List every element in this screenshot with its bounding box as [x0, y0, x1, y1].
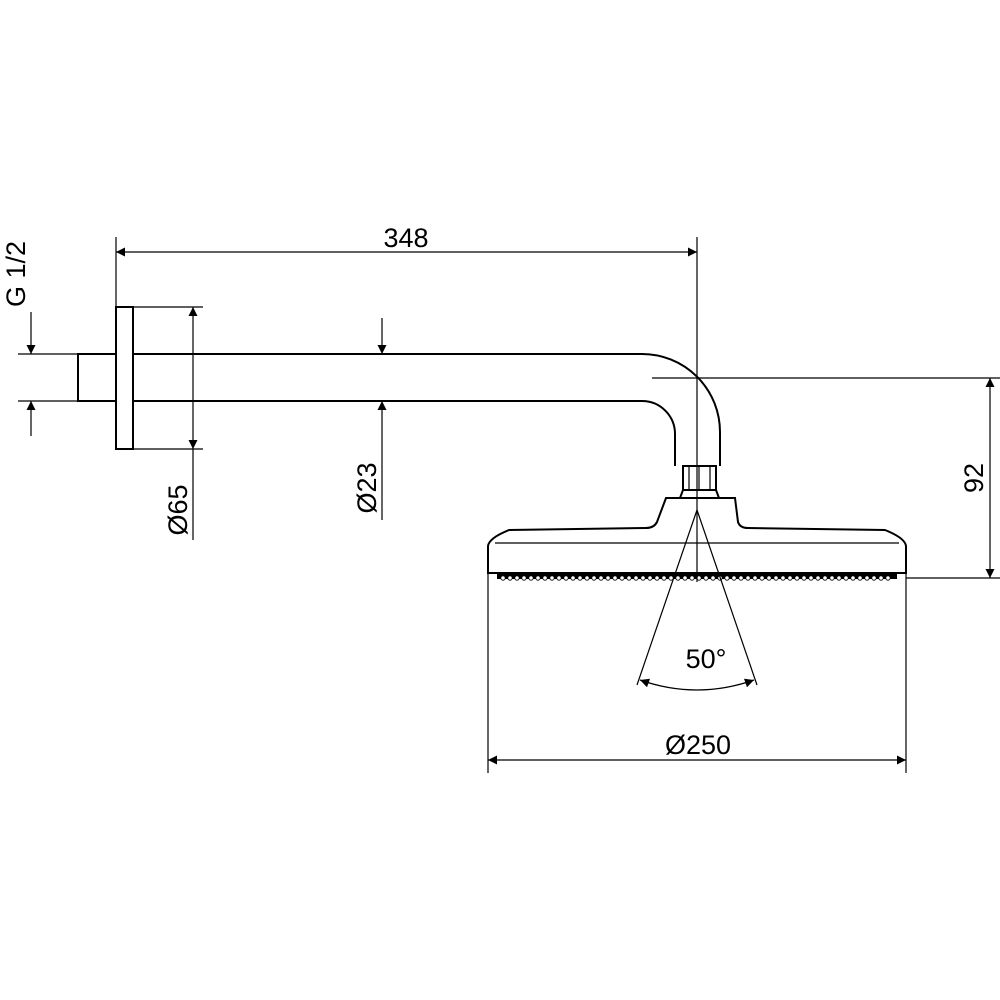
spray-nozzles [500, 575, 891, 581]
nozzle [577, 575, 583, 581]
arm-outer-edge [133, 353, 721, 466]
dimension-flange-diameter: Ø65 [133, 306, 203, 540]
dimension-arm-length: 348 [115, 223, 698, 510]
nozzle [556, 575, 562, 581]
nozzle [521, 575, 527, 581]
nozzle [675, 575, 681, 581]
threaded-connector [77, 353, 117, 402]
wall-fitting [77, 306, 134, 450]
dimension-spray-angle-label: 50° [686, 644, 727, 674]
nozzle [619, 575, 625, 581]
nozzle [871, 575, 877, 581]
nozzle [766, 575, 772, 581]
dimension-arm-diameter-label: Ø23 [352, 462, 382, 513]
nozzle [598, 575, 604, 581]
dimension-arm-length-label: 348 [383, 223, 428, 253]
dimension-flange-diameter-label: Ø65 [163, 484, 193, 535]
nozzle [752, 575, 758, 581]
nut-collar [678, 489, 721, 499]
nozzle [500, 575, 506, 581]
connector-nut [678, 465, 721, 499]
angle-arc [639, 678, 755, 691]
nozzle [549, 575, 555, 581]
dimension-thread-label: G 1/2 [1, 241, 31, 307]
nozzle [745, 575, 751, 581]
spray-limit-left [636, 509, 698, 686]
nozzle [857, 575, 863, 581]
nozzle [724, 575, 730, 581]
nozzle [689, 575, 695, 581]
dimension-arm-diameter: Ø23 [352, 318, 387, 520]
dimension-drop-height-label: 92 [959, 463, 989, 493]
nozzle [780, 575, 786, 581]
nozzle [829, 575, 835, 581]
nozzle [759, 575, 765, 581]
nozzle [850, 575, 856, 581]
dimension-spray-angle: 50° [636, 509, 758, 691]
nozzle [542, 575, 548, 581]
nozzle [570, 575, 576, 581]
nozzle [843, 575, 849, 581]
nozzle [703, 575, 709, 581]
nozzle [794, 575, 800, 581]
nozzle [808, 575, 814, 581]
nozzle [626, 575, 632, 581]
nozzle [591, 575, 597, 581]
nozzle [661, 575, 667, 581]
nozzle [563, 575, 569, 581]
nozzle [654, 575, 660, 581]
nozzle [773, 575, 779, 581]
nozzle [815, 575, 821, 581]
nozzle [822, 575, 828, 581]
nozzle [528, 575, 534, 581]
nozzle [507, 575, 513, 581]
nozzle [633, 575, 639, 581]
nozzle [535, 575, 541, 581]
nozzle [864, 575, 870, 581]
nozzle [801, 575, 807, 581]
nozzle [682, 575, 688, 581]
nozzle [647, 575, 653, 581]
nozzle [787, 575, 793, 581]
nozzle [731, 575, 737, 581]
wall-flange [115, 306, 134, 450]
nozzle [514, 575, 520, 581]
dimension-thread: G 1/2 [1, 241, 78, 436]
nozzle [605, 575, 611, 581]
nozzle [836, 575, 842, 581]
shower-arm [133, 353, 721, 466]
dimension-drop-height: 92 [652, 377, 1000, 579]
nozzle [738, 575, 744, 581]
spray-limit-right [696, 509, 758, 686]
dimension-head-diameter: Ø250 [487, 573, 907, 773]
nozzle [710, 575, 716, 581]
nozzle [640, 575, 646, 581]
nozzle [878, 575, 884, 581]
dimension-head-diameter-label: Ø250 [665, 730, 731, 760]
arm-inner-edge [133, 400, 676, 466]
nozzle [885, 575, 891, 581]
nozzle [584, 575, 590, 581]
nozzle [612, 575, 618, 581]
